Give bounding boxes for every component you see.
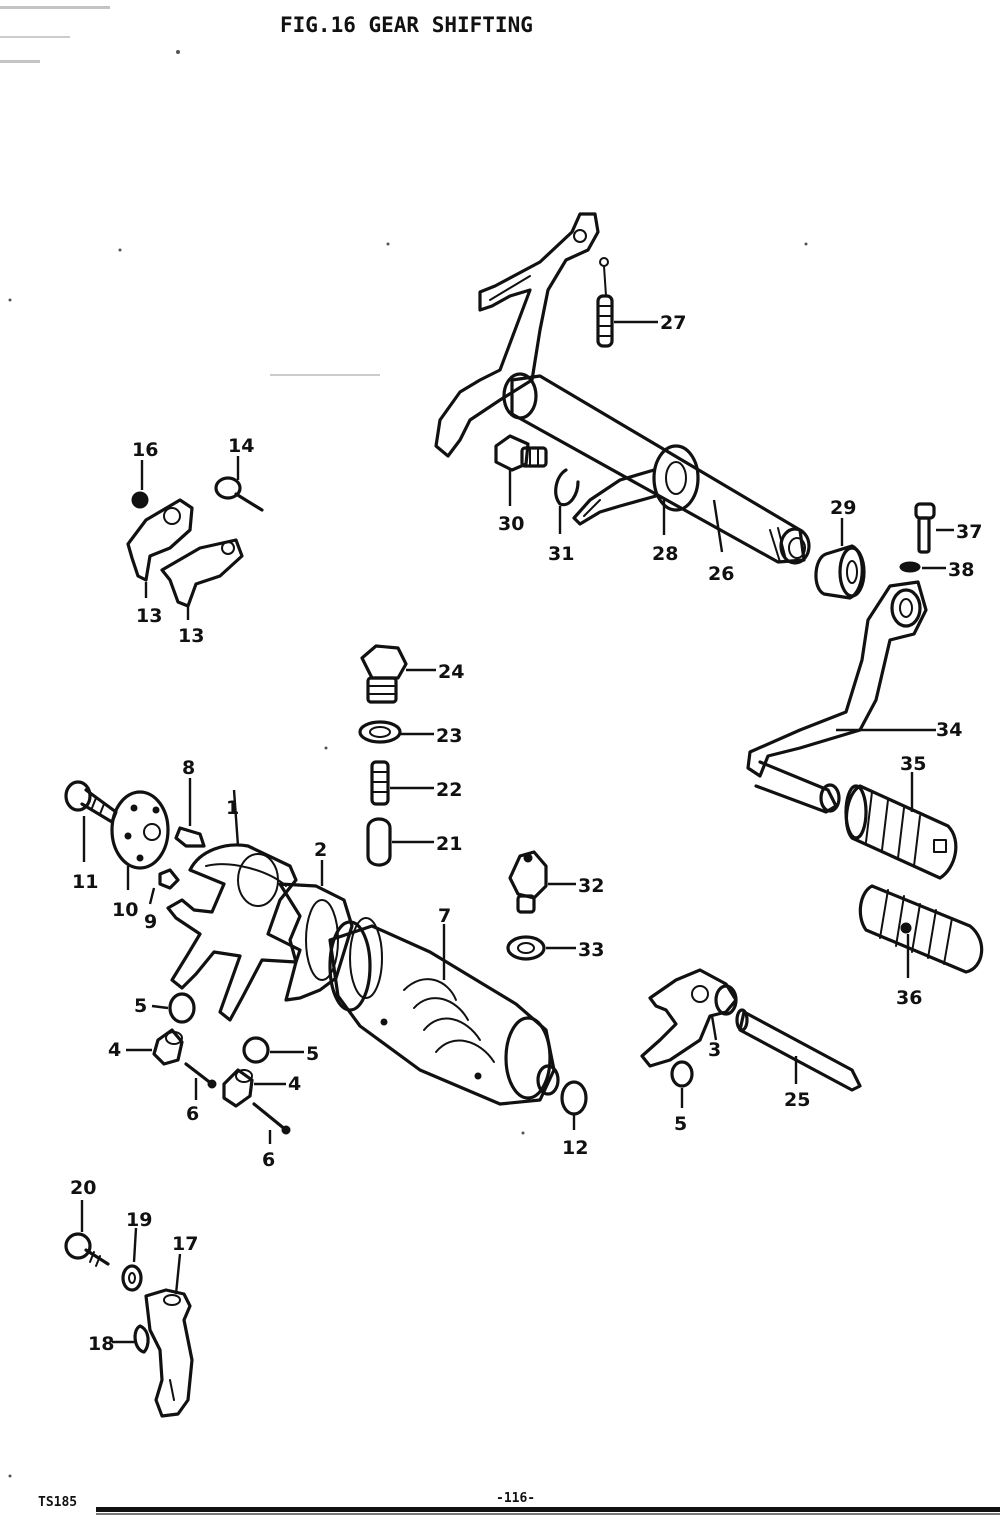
part-36-rubber-cover	[858, 884, 984, 974]
part-20-bolt	[64, 1232, 110, 1267]
part-5-roller-b	[242, 1036, 270, 1064]
part-11-bolt	[64, 780, 118, 824]
label-3: 3	[708, 1039, 721, 1061]
label-27: 27	[660, 312, 686, 334]
figure-title: FIG.16 GEAR SHIFTING	[280, 13, 533, 37]
part-31-circlip	[554, 468, 580, 507]
label-28: 28	[652, 543, 678, 565]
label-10: 10	[112, 899, 138, 921]
label-12: 12	[562, 1137, 588, 1159]
label-33: 33	[578, 939, 604, 961]
part-3-shift-fork	[640, 968, 738, 1068]
label-1: 1	[226, 797, 239, 819]
label-9: 9	[144, 911, 157, 933]
part-25-fork-shaft	[735, 1008, 862, 1092]
part-26-shift-shaft	[434, 212, 811, 565]
label-2: 2	[314, 839, 327, 861]
label-8: 8	[182, 757, 195, 779]
label-24: 24	[438, 661, 464, 683]
page-number: -116-	[496, 1491, 535, 1506]
part-4-guide-pin-b	[222, 1068, 254, 1108]
label-36: 36	[896, 987, 922, 1009]
label-31: 31	[548, 543, 574, 565]
part-17-bracket	[144, 1288, 194, 1418]
label-23: 23	[436, 725, 462, 747]
part-22-spring	[370, 760, 390, 806]
footer-rule-thin	[96, 1513, 1000, 1515]
label-35: 35	[900, 753, 926, 775]
label-26: 26	[708, 563, 734, 585]
label-4-b: 4	[288, 1073, 301, 1095]
footer-rule	[96, 1507, 1000, 1512]
part-16-nut	[131, 491, 149, 509]
part-37-bolt	[914, 502, 936, 554]
label-13-a: 13	[136, 605, 162, 627]
label-14: 14	[228, 435, 254, 457]
part-24-plug	[360, 644, 408, 704]
part-5-roller-a	[168, 992, 196, 1024]
part-29-oil-seal	[814, 544, 866, 600]
label-25: 25	[784, 1089, 810, 1111]
part-21-stopper	[366, 817, 392, 867]
part-30-bolt	[494, 434, 548, 472]
label-30: 30	[498, 513, 524, 535]
part-4-guide-pin-a	[152, 1028, 184, 1066]
part-38-washer	[899, 561, 921, 573]
part-12-bearing	[560, 1080, 588, 1116]
part-9-pin	[158, 868, 180, 890]
label-16: 16	[132, 439, 158, 461]
part-14-screw	[214, 476, 264, 512]
label-19: 19	[126, 1209, 152, 1231]
part-28-collar	[572, 444, 700, 526]
part-6-pin-b	[252, 1102, 291, 1135]
part-13-stopper-plate-b	[160, 538, 244, 608]
label-38: 38	[948, 559, 974, 581]
part-13-stopper-plate	[126, 498, 194, 582]
part-6-pin-a	[184, 1062, 217, 1089]
label-32: 32	[578, 875, 604, 897]
label-29: 29	[830, 497, 856, 519]
part-34-gearshift-lever	[746, 580, 928, 814]
label-6-b: 6	[262, 1149, 275, 1171]
label-21: 21	[436, 833, 462, 855]
part-32-neutral-switch	[508, 850, 548, 914]
label-17: 17	[172, 1233, 198, 1255]
label-5-c: 5	[674, 1113, 687, 1135]
label-34: 34	[936, 719, 962, 741]
label-4-a: 4	[108, 1039, 121, 1061]
part-19-washer	[121, 1264, 143, 1292]
label-5-b: 5	[306, 1043, 319, 1065]
part-7-cam-drum	[328, 917, 560, 1106]
part-5-roller-c	[670, 1060, 694, 1088]
label-5-a: 5	[134, 995, 147, 1017]
part-2-shift-fork	[278, 882, 354, 1002]
part-33-o-ring	[506, 935, 546, 961]
part-35-rubber-sleeve	[844, 784, 958, 880]
part-27-spring	[596, 257, 614, 348]
label-13-b: 13	[178, 625, 204, 647]
label-22: 22	[436, 779, 462, 801]
label-37: 37	[956, 521, 982, 543]
part-23-gasket	[358, 720, 402, 744]
label-6-a: 6	[186, 1103, 199, 1125]
part-8-pin	[174, 826, 206, 848]
label-20: 20	[70, 1177, 96, 1199]
scan-noise	[0, 6, 808, 1478]
part-1-shift-fork	[166, 843, 302, 1022]
label-7: 7	[438, 905, 451, 927]
part-10-cam-plate	[110, 790, 170, 870]
footer-code: TS185	[38, 1495, 77, 1510]
label-18: 18	[88, 1333, 114, 1355]
label-11: 11	[72, 871, 98, 893]
part-18-clip	[133, 1324, 150, 1354]
